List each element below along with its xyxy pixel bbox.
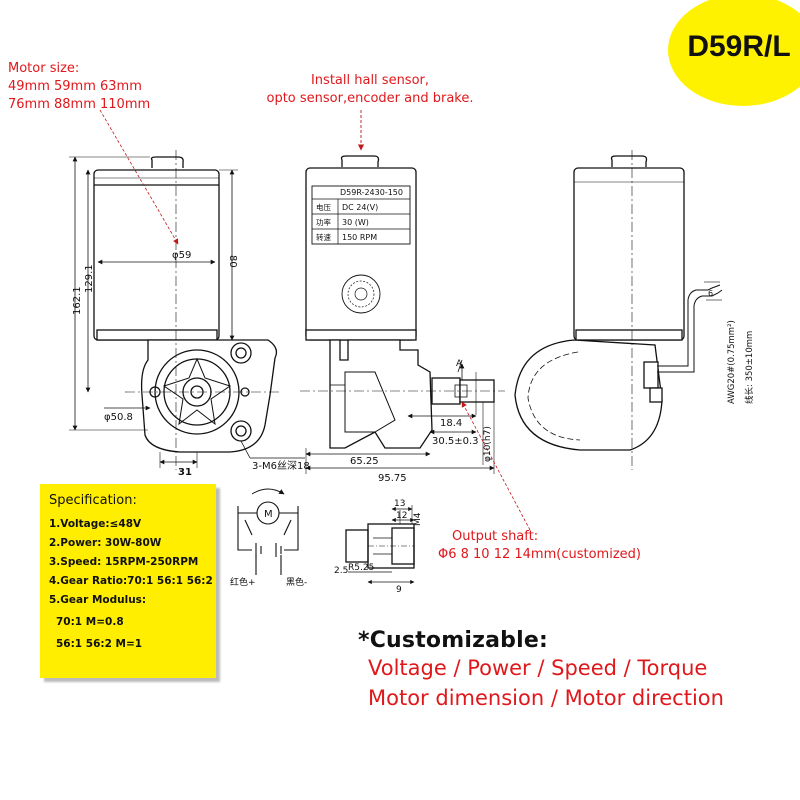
spec-item-modulus-56: 56:1 56:2 M=1 [56,638,143,650]
side-view [300,155,505,474]
dim-side-d4: 95.75 [378,473,407,484]
spec-item-power: 2.Power: 30W-80W [49,537,162,549]
output-shaft-label: Output shaft: [452,529,539,544]
front-view [69,150,305,470]
wiring-motor-label: M [264,509,273,520]
wiring-red-label: 红色+ [230,576,256,588]
spec-item-gear-ratio: 4.Gear Ratio:70:1 56:1 56:2 [49,575,213,587]
wiring-diagram [237,488,299,575]
nameplate-value-speed: 150 RPM [342,233,377,242]
motor-size-line1: 49mm 59mm 63mm [8,79,142,94]
dim-rear-width: 6 [708,289,713,298]
shaft-detail-drawing [345,505,415,585]
dim-side-d2: 30.5±0.3 [432,436,479,447]
motor-size-line2: 76mm 88mm 110mm [8,97,151,112]
dim-side-shaft: φ10(h7) [483,426,493,462]
nameplate-value-voltage: DC 24(V) [342,203,378,212]
customizable-block: *Customizable: Voltage / Power / Speed /… [358,628,724,713]
motor-size-label: Motor size: [8,61,80,76]
model-name: D59R/L [687,30,791,63]
nameplate-value-power: 30 (W) [342,218,369,227]
dim-side-section: A [456,359,463,369]
dim-shaft-c: M4 [413,512,423,526]
dim-shaft-e: R5.25 [348,563,374,573]
dim-side-d1: 18.4 [440,418,462,429]
dim-shaft-a: 13 [394,499,405,509]
output-shaft-sizes: Φ6 8 10 12 14mm(customized) [438,547,641,562]
dim-shaft-b: 12 [396,511,407,521]
dim-front-width: 31 [178,467,192,478]
dim-shaft-f: 9 [396,585,402,595]
install-callout: Install hall sensor, opto sensor,encoder… [240,72,500,108]
spec-item-speed: 3.Speed: 15RPM-250RPM [49,556,199,568]
spec-item-voltage: 1.Voltage:≤48V [49,518,142,530]
dim-rear-wire: AWG20#(0.75mm²) [727,320,737,404]
dim-shaft-d: 2.5 [334,566,348,576]
dim-front-diameter: φ59 [172,250,191,261]
dim-front-mid-height: 129.1 [84,264,95,293]
spec-title: Specification: [49,493,137,508]
spec-item-modulus-70: 70:1 M=0.8 [56,616,124,628]
output-shaft-callout: Output shaft: Φ6 8 10 12 14mm(customized… [438,528,641,564]
dim-front-motor-height: 80 [227,255,238,268]
specification-box: Specification: 1.Voltage:≤48V 2.Power: 3… [40,484,216,678]
dim-front-screw: 3-M6丝深18 [252,460,310,472]
customizable-line2: Motor dimension / Motor direction [368,686,724,710]
customizable-line1: Voltage / Power / Speed / Torque [368,656,708,680]
install-line2: opto sensor,encoder and brake. [266,91,474,106]
dim-front-gear-diameter: φ50.8 [104,412,133,423]
wiring-black-label: 黑色- [286,576,307,588]
install-line1: Install hall sensor, [310,73,430,88]
spec-item-gear-modulus: 5.Gear Modulus: [49,594,147,606]
dim-rear-length: 线长: 350±10mm [744,331,755,404]
dim-front-total-height: 162.1 [72,286,83,315]
nameplate-key-voltage: 电压 [316,202,331,212]
motor-size-callout: Motor size: 49mm 59mm 63mm 76mm 88mm 110… [8,60,150,114]
nameplate-key-power: 功率 [316,217,331,227]
rear-view [514,150,723,470]
customizable-title: *Customizable: [358,628,548,653]
nameplate-model: D59R-2430-150 [340,188,403,197]
dim-side-d3: 65.25 [350,456,379,467]
nameplate-key-speed: 转速 [316,232,331,242]
model-badge-circle [668,0,800,106]
